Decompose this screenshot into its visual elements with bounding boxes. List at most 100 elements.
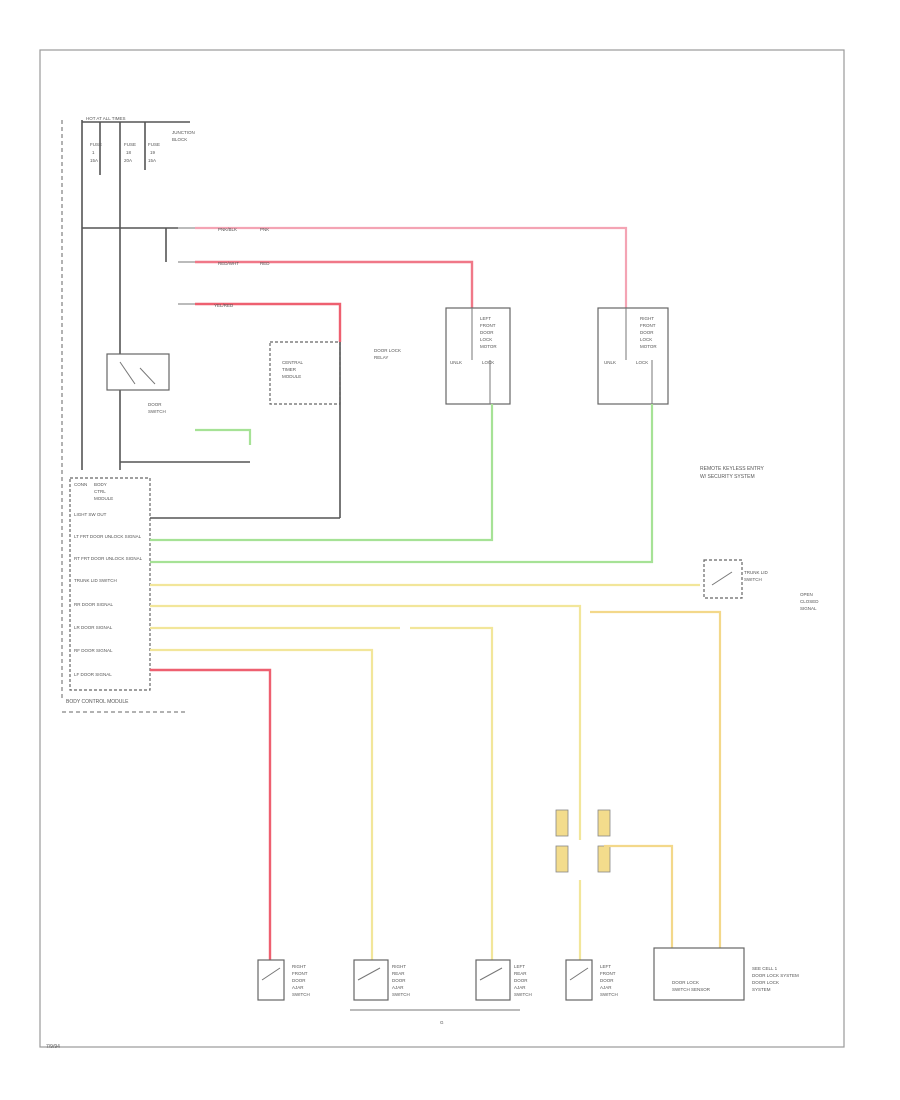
trunk-side-2: CLOSED <box>800 599 819 604</box>
wire-lr-door-down <box>410 626 494 960</box>
fuse-header: HOT AT ALL TIMES <box>86 116 126 121</box>
door-lock-switch-sensor: DOOR LOCK SWITCH SENSOR SEE CELL 1 DOOR … <box>653 947 799 1001</box>
green-switch-leg <box>195 428 252 445</box>
fuse-18-name: FUSE <box>124 142 136 147</box>
red-low-label: YEL/RED <box>214 303 234 308</box>
fuse-18-number: 18 <box>126 150 132 155</box>
door-switch-label-1: DOOR <box>148 402 162 407</box>
red-wire-label-1: RED/WHT <box>218 261 239 266</box>
fuse-1-number: 1 <box>92 150 95 155</box>
door-switch: DOOR SWITCH <box>106 353 170 414</box>
module-row-1: LIGHT SW OUT <box>74 512 107 517</box>
pink-wire-label-1: PNK/BLK <box>218 227 237 232</box>
right-relay-pin-1: UNLK <box>604 360 616 365</box>
switch-2-line-1: RIGHT <box>392 964 406 969</box>
right-front-lock-motor: UNLK LOCK RIGHT FRONT DOOR LOCK MOTOR <box>597 307 669 405</box>
switch-2-line-5: SWITCH <box>392 992 410 997</box>
pink-wire-label-2: PNK <box>260 227 269 232</box>
fuse-box-label-1: JUNCTION <box>172 130 195 135</box>
right-relay-label-2: FRONT <box>640 323 656 328</box>
switch-right-front: RIGHT FRONT DOOR AJAR SWITCH <box>257 959 310 1001</box>
switch-1-line-1: RIGHT <box>292 964 306 969</box>
bottom-note-2: DOOR LOCK SYSTEM <box>752 973 799 978</box>
module-row-6: LR DOOR SIGNAL <box>74 625 113 630</box>
switch-left-front: LEFT FRONT DOOR AJAR SWITCH <box>565 959 618 1001</box>
bottom-note-4: SYSTEM <box>752 987 771 992</box>
switch-3-line-5: SWITCH <box>514 992 532 997</box>
wire-rf-unlock <box>150 404 654 564</box>
switch-2-line-3: DOOR <box>392 978 406 983</box>
red-wire-left-relay: RED/WHT RED <box>178 260 474 308</box>
switch-left-rear: LEFT REAR DOOR AJAR SWITCH <box>475 959 532 1001</box>
left-relay-label-1: LEFT <box>480 316 491 321</box>
door-switch-label-2: SWITCH <box>148 409 166 414</box>
timer-label-2: TIMER <box>282 367 297 372</box>
switch-1-line-3: DOOR <box>292 978 306 983</box>
wire-rf-door <box>150 648 374 960</box>
bottom-note-3: DOOR LOCK <box>752 980 779 985</box>
left-relay-pin-2: LOCK <box>482 360 494 365</box>
switch-1-line-5: SWITCH <box>292 992 310 997</box>
trunk-side-1: OPEN <box>800 592 813 597</box>
fuse-1-amps: 15A <box>90 158 98 163</box>
note-line-1: REMOTE KEYLESS ENTRY <box>700 466 764 472</box>
fuse-19-number: 19 <box>150 150 156 155</box>
red-wire-label-2: RED <box>260 261 270 266</box>
switch-4-line-3: DOOR <box>600 978 614 983</box>
fuse-box-label-2: BLOCK <box>172 137 187 142</box>
central-timer-module: CENTRAL TIMER MODULE DOOR LOCK RELAY <box>269 341 401 518</box>
module-footer: BODY CONTROL MODULE <box>66 699 129 705</box>
right-relay-label-5: MOTOR <box>640 344 657 349</box>
switch-1-line-4: AJAR <box>292 985 304 990</box>
module-row-2: LT FRT DOOR UNLOCK SIGNAL <box>74 534 142 539</box>
red-wire-timer: YEL/RED <box>178 302 342 342</box>
door-lock-label-2: RELAY <box>374 355 388 360</box>
module-row-4: TRUNK LID SWITCH <box>74 578 117 583</box>
switch-4-line-2: FRONT <box>600 971 616 976</box>
note-line-2: W/ SECURITY SYSTEM <box>700 474 755 480</box>
fuse-19: FUSE 19 15A <box>144 122 160 170</box>
trunk-side-3: SIGNAL <box>800 606 817 611</box>
right-relay-label-3: DOOR <box>640 330 654 335</box>
switch-right-rear: RIGHT REAR DOOR AJAR SWITCH <box>353 959 410 1001</box>
pink-wire-right-relay: PNK/BLK PNK <box>178 226 628 308</box>
left-relay-pin-1: UNLK <box>450 360 462 365</box>
switch-3-line-1: LEFT <box>514 964 525 969</box>
trunk-label-1: TRUNK LID <box>744 570 769 575</box>
module-row-5: RR DOOR SIGNAL <box>74 602 114 607</box>
wire-rr-door-branch <box>590 610 722 948</box>
left-relay-label-2: FRONT <box>480 323 496 328</box>
bottom-box-label-2: SWITCH SENSOR <box>672 987 711 992</box>
switch-2-line-4: AJAR <box>392 985 404 990</box>
right-relay-pin-2: LOCK <box>636 360 648 365</box>
trunk-label-2: SWITCH <box>744 577 762 582</box>
fuse-18: FUSE 18 20A <box>119 122 136 470</box>
switch-3-line-3: DOOR <box>514 978 528 983</box>
switch-4-line-4: AJAR <box>600 985 612 990</box>
fuse-1: FUSE 1 15A <box>90 122 102 175</box>
timer-label-1: CENTRAL <box>282 360 304 365</box>
wire-lf-door <box>150 668 272 960</box>
module-row-3: RT FRT DOOR UNLOCK SIGNAL <box>74 556 143 561</box>
left-relay-label-4: LOCK <box>480 337 492 342</box>
trunk-lid-switch: TRUNK LID SWITCH OPEN CLOSED SIGNAL <box>703 559 819 611</box>
wire-connector-branch <box>604 844 674 948</box>
wire-rr-door <box>150 604 582 840</box>
fuse-18-amps: 20A <box>124 158 132 163</box>
timer-label-3: MODULE <box>282 374 301 379</box>
ground-label: G <box>440 1020 444 1025</box>
left-front-lock-motor: UNLK LOCK LEFT FRONT DOOR LOCK MOTOR <box>445 307 511 405</box>
module-row-7: RF DOOR SIGNAL <box>74 648 113 653</box>
module-header-2: BODY <box>94 482 107 487</box>
left-relay-label-5: MOTOR <box>480 344 497 349</box>
switch-1-line-2: FRONT <box>292 971 308 976</box>
connector-block-c1 <box>555 809 611 873</box>
fuse-19-name: FUSE <box>148 142 160 147</box>
switch-3-line-4: AJAR <box>514 985 526 990</box>
switch-3-line-2: REAR <box>514 971 527 976</box>
page-label: 7/9/94 <box>46 1044 60 1050</box>
module-header-3: CTRL <box>94 489 106 494</box>
module-row-8: LF DOOR SIGNAL <box>74 672 112 677</box>
fuse-19-amps: 15A <box>148 158 156 163</box>
